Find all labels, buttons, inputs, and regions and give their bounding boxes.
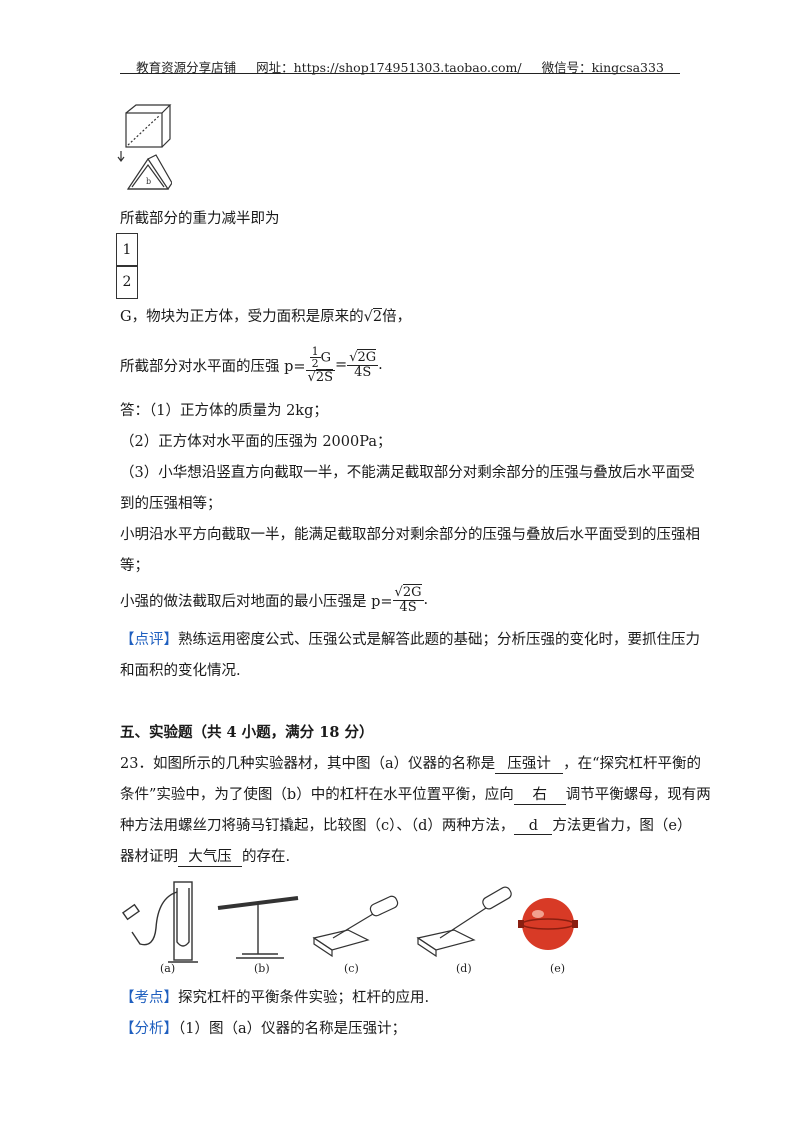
apparatus-figure: (a) (b) (c) (d) (e) [121, 881, 578, 975]
blank-3: d [514, 818, 553, 835]
fig-small-label: b [146, 177, 151, 186]
header-shop: 教育资源分享店铺 [136, 60, 237, 75]
answer-3a: （3）小华想沿竖直方向截取一半，不能满足截取部分对剩余部分的压强与叠放后水平面受 [120, 465, 695, 481]
answer-4b: 等； [120, 558, 149, 574]
blank-4: 大气压 [178, 845, 242, 867]
answer-4a: 小明沿水平方向截取一半，能满足截取部分对剩余部分的压强与叠放后水平面受到的压强相 [120, 527, 700, 543]
comment-line-2: 和面积的变化情况. [120, 663, 241, 679]
box-cell-1: 1 [116, 233, 138, 267]
fig-label-e: (e) [550, 962, 565, 975]
screwdriver-d-drawing [416, 886, 512, 958]
pressure-gauge-drawing [121, 881, 198, 963]
fig-label-c: (c) [344, 962, 359, 975]
page-header: 教育资源分享店铺 网址：https://shop174951303.taobao… [0, 57, 800, 76]
comment-tag: 【点评】 [120, 632, 178, 648]
answer-5: 小强的做法截取后对地面的最小压强是 p= √2G 4S . [120, 583, 429, 615]
answer-3b: 到的压强相等； [120, 496, 222, 512]
fraction-three: √2G 4S [392, 583, 424, 615]
header-wechat: 微信号：kingcsa333 [541, 60, 664, 75]
comment-line-1: 【点评】熟练运用密度公式、压强公式是解答此题的基础；分析压强的变化时，要抓住压力 [120, 632, 700, 648]
fenxi-tag: 【分析】 [120, 1021, 178, 1037]
fig-label-d: (d) [456, 962, 472, 975]
box-cell-2: 2 [116, 265, 138, 299]
q23-line-1: 23．如图所示的几种实验器材，其中图（a）仪器的名称是压强计，在“探究杠杆平衡的 [120, 752, 701, 774]
magdeburg-hemispheres-drawing [518, 898, 578, 950]
header-divider [120, 73, 680, 74]
lever-drawing [217, 896, 299, 959]
kaodian-tag: 【考点】 [120, 990, 178, 1006]
fig-label-a: (a) [160, 962, 175, 975]
q23-line-4: 器材证明大气压的存在. [120, 845, 290, 867]
sqrt-two: 2 [372, 308, 383, 325]
blank-2: 右 [513, 783, 566, 805]
text-gravity-half: 所截部分的重力减半即为 [120, 211, 280, 227]
header-url: 网址：https://shop174951303.taobao.com/ [256, 60, 522, 75]
fraction-two: √2G 4S [347, 348, 379, 380]
section-title: 五、实验题（共 4 小题，满分 18 分） [120, 724, 374, 741]
answer-2: （2）正方体对水平面的压强为 2000Pa； [120, 434, 392, 450]
text-area-ratio: G，物块为正方体，受力面积是原来的√2倍， [120, 308, 412, 325]
blank-1: 压强计 [495, 752, 564, 774]
q23-line-2: 条件”实验中，为了使图（b）中的杠杆在水平位置平衡，应向右调节平衡螺母，现有两 [120, 783, 711, 805]
fenxi-line: 【分析】（1）图（a）仪器的名称是压强计； [120, 1021, 407, 1037]
screwdriver-c-drawing [312, 895, 399, 958]
answer-1: 答：（1）正方体的质量为 2kg； [120, 403, 328, 419]
fig-label-b: (b) [254, 962, 270, 975]
cube-cut-figure: b [117, 104, 172, 190]
kaodian-line: 【考点】探究杠杆的平衡条件实验；杠杆的应用. [120, 990, 430, 1006]
